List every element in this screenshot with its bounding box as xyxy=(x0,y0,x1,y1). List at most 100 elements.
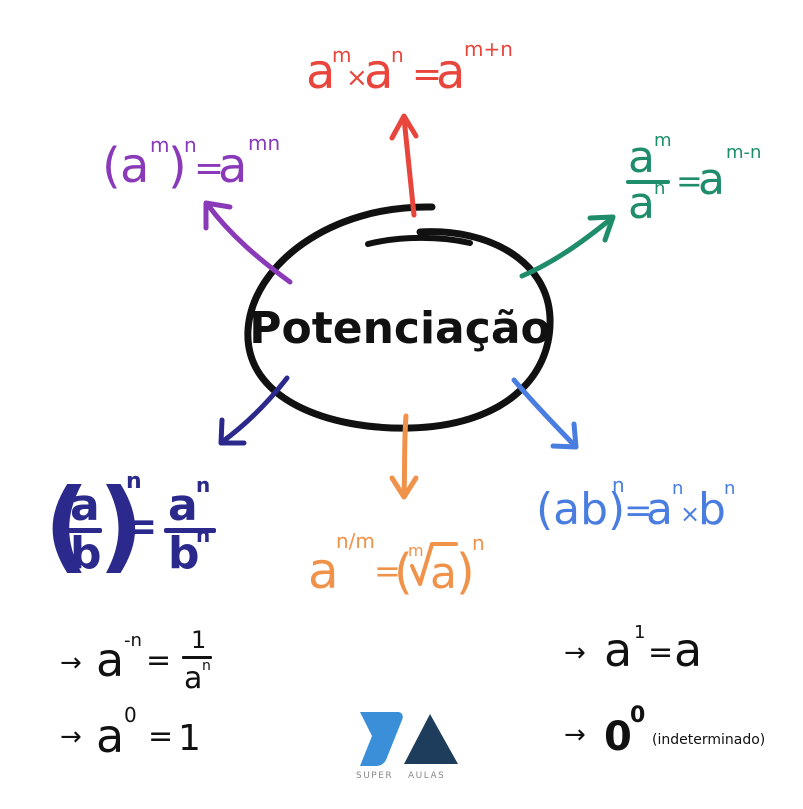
center-label: Potenciação xyxy=(249,303,551,354)
note-neg-den-exp: n xyxy=(202,658,211,674)
logo-text-super: SUPER xyxy=(356,771,393,781)
note-zero-eq: = xyxy=(148,719,173,754)
quotient-den: a xyxy=(628,178,655,229)
product-base-3: a xyxy=(436,44,465,100)
note-zz-base: 0 xyxy=(604,714,632,760)
product-exp-3: m+n xyxy=(464,37,513,61)
quotient-num: a xyxy=(628,132,655,183)
note-zero-base: a xyxy=(96,709,124,763)
rule-power: ( a m ) n = a mn xyxy=(102,131,280,194)
product-power-base: (ab) xyxy=(536,484,625,535)
product-power-exp: n xyxy=(612,473,625,497)
root-outer-exp: n xyxy=(472,531,485,555)
power-result-base: a xyxy=(218,138,247,194)
center-ellipse-stroke xyxy=(365,234,473,247)
note-neg-bar xyxy=(182,656,212,659)
note-zero-exponent: → a 0 = 1 xyxy=(60,703,201,763)
note-one-exponent: → a 1 = a xyxy=(564,622,702,677)
product-base-2: a xyxy=(364,44,393,100)
root-exp: n/m xyxy=(336,529,375,553)
note-zero-exp: 0 xyxy=(124,703,137,727)
quotient-den-exp: n xyxy=(654,178,665,199)
quotient-bar xyxy=(626,180,670,184)
note-neg-num: 1 xyxy=(191,626,206,654)
note-one-exp: 1 xyxy=(634,622,645,643)
fraction-power-rnum-exp: n xyxy=(196,473,210,497)
note-one-val: a xyxy=(674,623,702,677)
fraction-power-rden: b xyxy=(168,528,200,579)
super-aulas-logo: SUPER AULAS xyxy=(356,712,458,781)
root-index: m xyxy=(408,541,424,560)
fraction-power-num: a xyxy=(70,480,100,531)
power-base: a xyxy=(120,138,149,194)
product-power-b-exp: n xyxy=(724,478,735,499)
product-eq: = xyxy=(412,54,442,95)
root-open: ( xyxy=(394,544,413,600)
note-zz-text: (indeterminado) xyxy=(652,732,765,748)
root-close: ) xyxy=(456,544,475,600)
fraction-power-open: ( xyxy=(44,467,90,584)
quotient-num-exp: m xyxy=(654,130,672,151)
root-base: a xyxy=(308,542,339,600)
note-one-eq: = xyxy=(648,635,673,670)
fraction-power-den: b xyxy=(70,528,102,579)
product-times: × xyxy=(346,63,368,93)
note-neg-base: a xyxy=(96,633,124,687)
product-base-1: a xyxy=(306,44,335,100)
logo-s-shape xyxy=(360,712,403,766)
product-power-a-exp: n xyxy=(672,478,683,499)
arrow-up-right xyxy=(519,214,616,279)
fraction-power-rnum: a xyxy=(168,480,198,531)
quotient-eq: = xyxy=(676,162,703,200)
fraction-power-bar xyxy=(66,528,102,533)
power-inner-exp: m xyxy=(150,133,169,157)
center-ellipse xyxy=(244,203,554,432)
fraction-power-exp: n xyxy=(126,469,142,494)
arrow-down xyxy=(389,413,419,500)
fraction-power-eq: = xyxy=(124,504,158,550)
note-zero-arrow: → xyxy=(60,722,82,752)
product-exp-2: n xyxy=(391,43,404,67)
power-close: ) xyxy=(168,138,187,194)
fraction-power-rden-exp: n xyxy=(196,523,210,547)
arrow-down-left xyxy=(218,375,290,446)
center-node: Potenciação xyxy=(244,203,554,432)
rule-fraction-power: ( a b ) n = a n b n xyxy=(44,467,216,584)
rule-root: a n/m = ( m a ) n xyxy=(308,529,485,600)
arrow-down-right xyxy=(511,377,579,450)
rule-product: a m × a n = a m+n xyxy=(306,37,513,100)
power-outer-exp: n xyxy=(184,133,197,157)
quotient-result-base: a xyxy=(698,154,725,205)
note-neg-den: a xyxy=(184,661,202,696)
product-power-b: b xyxy=(698,484,726,535)
note-one-arrow: → xyxy=(564,638,586,668)
root-radicand: a xyxy=(430,548,457,599)
note-negative-exponent: → a -n = 1 a n xyxy=(60,626,212,696)
note-zero-val: 1 xyxy=(178,718,201,759)
logo-a-shape xyxy=(404,714,458,764)
power-eq: = xyxy=(194,148,224,189)
note-zz-arrow: → xyxy=(564,720,586,750)
rule-product-power: (ab) n = a n × b n xyxy=(536,473,735,535)
arrows xyxy=(203,113,616,500)
arrow-up xyxy=(389,113,419,218)
fraction-power-rbar xyxy=(164,528,216,533)
note-zero-zero: → 0 0 (indeterminado) xyxy=(564,703,765,760)
power-open: ( xyxy=(102,138,121,194)
product-power-times: × xyxy=(680,500,700,528)
note-one-base: a xyxy=(604,623,632,677)
product-exp-1: m xyxy=(332,43,351,67)
product-power-a: a xyxy=(646,484,673,535)
arrow-up-left xyxy=(203,200,293,285)
note-neg-exp: -n xyxy=(124,630,142,651)
root-radical xyxy=(410,542,458,586)
power-result-exp: mn xyxy=(248,131,280,155)
rule-quotient: a m a n = a m-n xyxy=(626,130,761,229)
fraction-power-close: ) xyxy=(98,467,144,584)
logo-text-aulas: AULAS xyxy=(408,771,445,781)
note-neg-eq: = xyxy=(146,643,171,678)
note-neg-arrow: → xyxy=(60,648,82,678)
note-zz-exp: 0 xyxy=(630,703,645,728)
quotient-result-exp: m-n xyxy=(726,142,761,163)
